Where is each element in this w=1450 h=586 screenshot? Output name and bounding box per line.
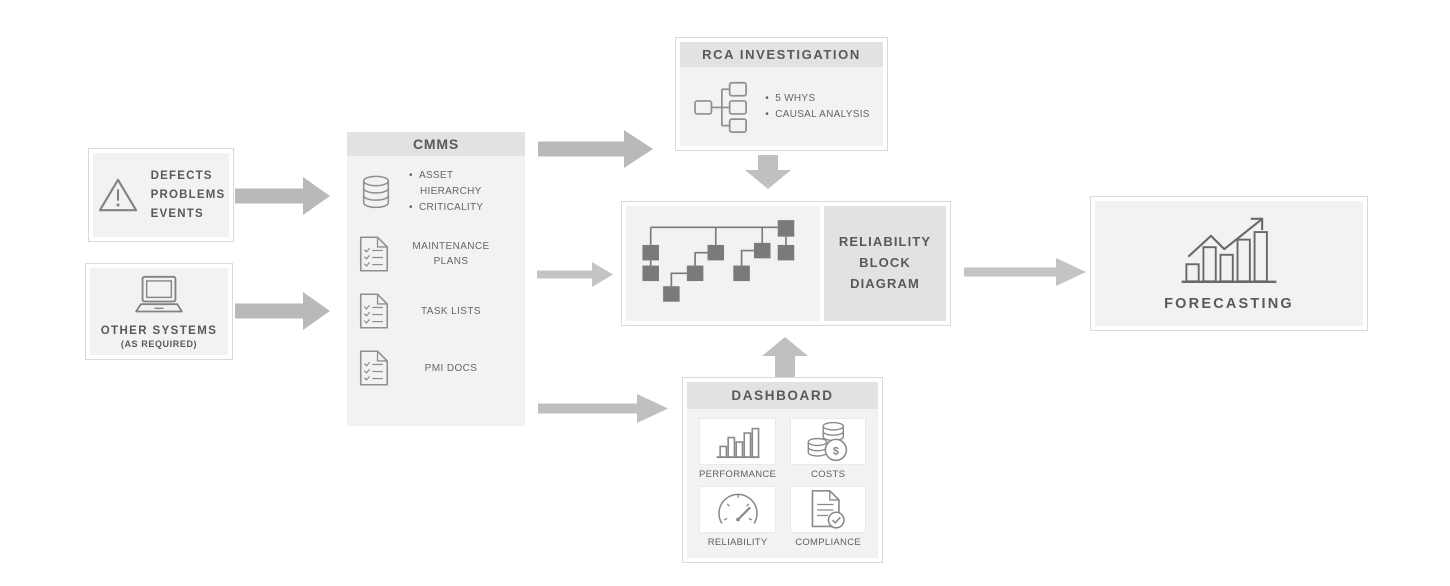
arrow-cmms-to-dashboard	[538, 394, 668, 423]
node-reliability-block-diagram: RELIABILITY BLOCK DIAGRAM	[621, 201, 951, 326]
arrow-dashboard-to-rbd	[762, 337, 808, 377]
performance-label: PERFORMANCE	[699, 469, 777, 480]
arrow-rbd-to-forecasting	[964, 258, 1086, 286]
costs-label: COSTS	[810, 469, 846, 480]
block-diagram-icon	[642, 220, 795, 302]
forecasting-label: FORECASTING	[1164, 296, 1294, 312]
other-systems-title: OTHER SYSTEMS	[100, 324, 218, 337]
node-other-systems: OTHER SYSTEMS (AS REQUIRED)	[85, 263, 233, 360]
reliability-label: RELIABILITY	[707, 537, 768, 548]
rbd-line-2: BLOCK	[859, 255, 911, 271]
checklist-document-icon	[359, 350, 389, 386]
dashboard-header: DASHBOARD	[687, 382, 878, 409]
rca-bullets: 5 WHYS CAUSAL ANALYSIS	[765, 91, 870, 123]
database-icon	[362, 175, 390, 208]
other-systems-subtitle: (AS REQUIRED)	[120, 338, 198, 349]
cmms-item-maintenance-plans: MAINTENANCE PLANS	[359, 235, 513, 273]
cmms-body: ASSET HIERARCHY CRITICALITY MAINTENANCE …	[347, 156, 525, 426]
dashboard-tile-performance: PERFORMANCE	[699, 418, 777, 481]
defects-line-2: PROBLEMS	[150, 188, 226, 201]
compliance-tile	[790, 486, 866, 533]
gauge-icon	[717, 493, 758, 524]
defects-text: DEFECTS PROBLEMS EVENTS	[151, 167, 226, 224]
coins-dollar-icon: $	[807, 421, 848, 461]
node-dashboard: DASHBOARD PERFORMANCE	[682, 377, 883, 563]
rbd-icon-panel	[626, 206, 820, 321]
rbd-text-panel: RELIABILITY BLOCK DIAGRAM	[824, 206, 946, 321]
dashboard-tile-costs: $ COSTS	[790, 418, 866, 481]
cmms-label-task-lists: TASK LISTS	[421, 305, 481, 317]
bar-chart-icon	[716, 427, 760, 458]
node-forecasting: FORECASTING	[1090, 196, 1368, 331]
tree-diagram-icon	[694, 81, 748, 133]
cmms-header: CMMS	[347, 132, 525, 156]
bullet-criticality: CRITICALITY	[409, 200, 501, 216]
bullet-asset-hierarchy: ASSET HIERARCHY	[409, 168, 501, 200]
performance-tile	[699, 418, 777, 465]
reliability-tile	[699, 486, 777, 533]
checklist-document-icon	[359, 236, 389, 272]
cmms-asset-bullets: ASSET HIERARCHY CRITICALITY	[409, 168, 501, 216]
cmms-label-pmi-docs: PMI DOCS	[424, 362, 478, 374]
cmms-item-asset-hierarchy: ASSET HIERARCHY CRITICALITY	[359, 168, 513, 216]
rca-body: 5 WHYS CAUSAL ANALYSIS	[680, 67, 883, 146]
dollar-symbol: $	[833, 445, 840, 457]
compliance-label: COMPLIANCE	[795, 537, 862, 548]
node-defects-problems-events: DEFECTS PROBLEMS EVENTS	[88, 148, 234, 242]
document-check-icon	[811, 489, 845, 529]
node-rca-investigation: RCA INVESTIGATION 5 WHYS CAUSAL ANALYSIS	[675, 37, 888, 151]
arrow-rca-to-rbd	[745, 155, 791, 189]
bullet-5-whys: 5 WHYS	[765, 91, 870, 107]
dashboard-body: PERFORMANCE $	[687, 409, 878, 558]
cmms-item-pmi-docs: PMI DOCS	[359, 349, 513, 387]
checklist-document-icon	[359, 293, 389, 329]
defects-line-3: EVENTS	[150, 207, 204, 220]
dashboard-tile-reliability: RELIABILITY	[699, 486, 777, 549]
cmms-label-maintenance-plans: MAINTENANCE PLANS	[412, 241, 490, 267]
arrow-cmms-to-rbd	[537, 262, 613, 287]
laptop-icon	[135, 275, 183, 312]
arrow-other-systems-to-cmms	[235, 292, 330, 330]
arrow-defects-to-cmms	[235, 177, 330, 215]
costs-tile: $	[790, 418, 866, 465]
warning-triangle-icon	[98, 178, 137, 212]
cmms-item-task-lists: TASK LISTS	[359, 292, 513, 330]
trend-bar-chart-icon	[1181, 217, 1277, 283]
bullet-causal-analysis: CAUSAL ANALYSIS	[765, 107, 870, 123]
dashboard-tile-compliance: COMPLIANCE	[790, 486, 866, 549]
rca-header: RCA INVESTIGATION	[680, 42, 883, 67]
defects-line-1: DEFECTS	[150, 169, 213, 182]
arrow-cmms-to-rca	[538, 130, 653, 168]
rbd-line-1: RELIABILITY	[838, 234, 932, 250]
rbd-line-3: DIAGRAM	[850, 275, 920, 291]
